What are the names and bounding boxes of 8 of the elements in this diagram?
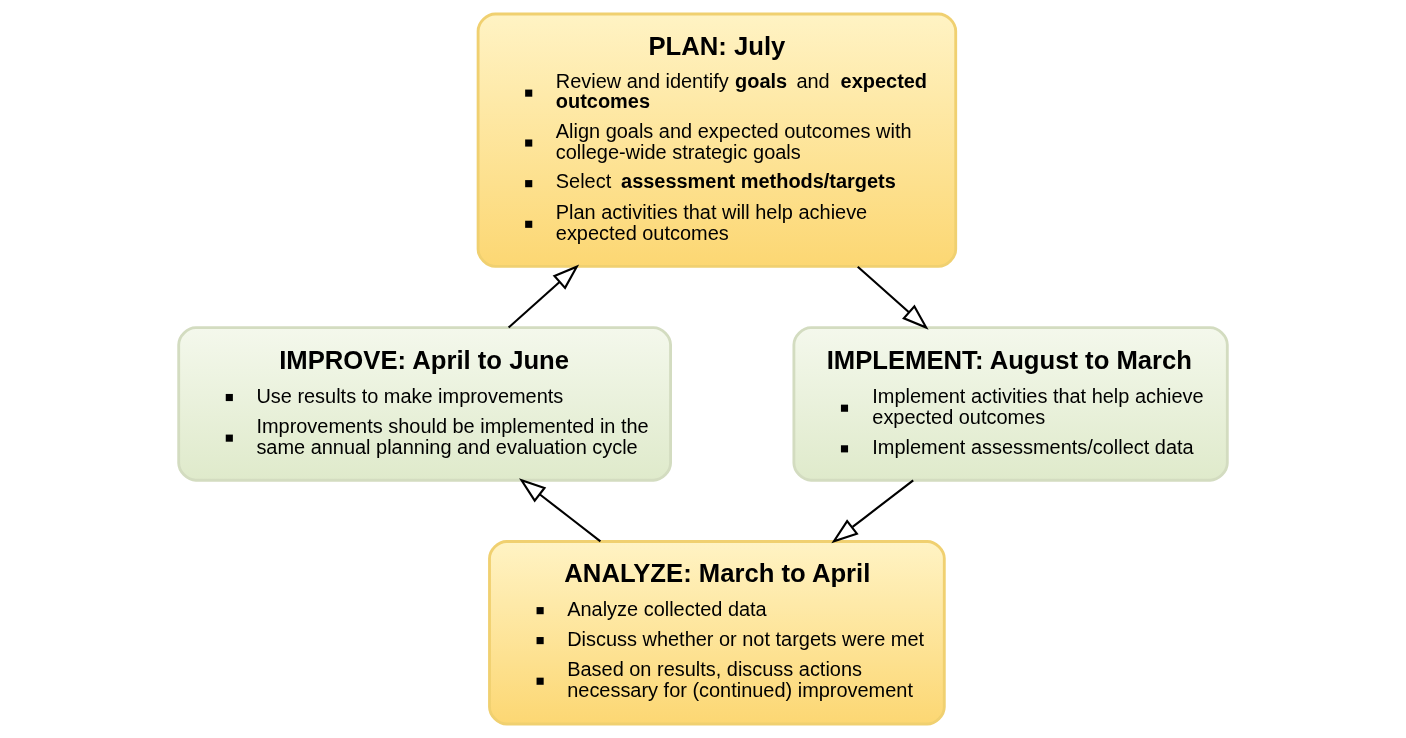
arrow [831,479,914,544]
arrow [857,265,929,330]
node-box: IMPLEMENT: August to March Implement activities that help achieve expected outcomes Implement assessments/collect data [792,326,1229,482]
node-box: IMPROVE: April to June Use results to make improvements Improvements should be implemented in the same annual planning and evaluation cycle [177,326,672,482]
node-box: ANALYZE: March to April Analyze collected data Discuss whether or not targets were met Based on results, discuss actions necessary for (continued) improvement [488,540,946,726]
arrow [507,264,580,329]
arrow [519,478,602,543]
node-box: PLAN: July Review and identify goals and expected outcomes Align goals and expected outcomes with college-wide strategic goals Select assessment methods/targets Plan activities that will help achieve expected outcomes [476,12,958,268]
